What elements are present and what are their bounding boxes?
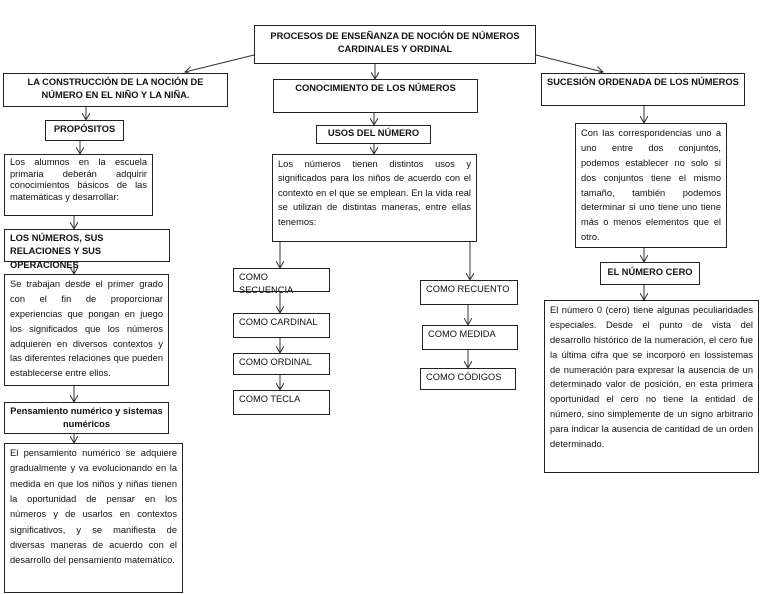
conocimiento-box: CONOCIMIENTO DE LOS NÚMEROS: [273, 79, 478, 113]
usos-text: Los números tienen distintos usos y sign…: [278, 159, 471, 227]
numero-cero-box: EL NÚMERO CERO: [600, 262, 700, 285]
cero-text: El número 0 (cero) tiene algunas peculia…: [550, 305, 753, 449]
pensamiento-text-box: El pensamiento numérico se adquiere grad…: [4, 443, 183, 593]
alumnos-text: Los alumnos en la escuela primaria deber…: [10, 157, 147, 202]
item-como-codigos: COMO CÓDIGOS: [420, 368, 516, 390]
item-como-recuento: COMO RECUENTO: [420, 280, 518, 305]
numero-cero-label: EL NÚMERO CERO: [607, 267, 693, 277]
item-label: COMO ORDINAL: [239, 357, 312, 367]
sucesion-box: SUCESIÓN ORDENADA DE LOS NÚMEROS: [541, 73, 745, 106]
item-label: COMO CARDINAL: [239, 317, 318, 327]
pensamiento-title: Pensamiento numérico y sistemas numérico…: [10, 406, 163, 430]
item-como-ordinal: COMO ORDINAL: [233, 353, 330, 375]
item-label: COMO RECUENTO: [426, 284, 510, 294]
usos-text-box: Los números tienen distintos usos y sign…: [272, 154, 477, 242]
correspondencias-text: Con las correspondencias uno a uno entre…: [581, 128, 721, 243]
numeros-relaciones-label: LOS NÚMEROS, SUS RELACIONES Y SUS OPERAC…: [10, 233, 104, 270]
item-como-secuencia: COMO SECUENCIA: [233, 268, 330, 296]
propositos-label: PROPÓSITOS: [53, 124, 116, 134]
left-header: LA CONSTRUCCIÓN DE LA NOCIÓN DE NÚMERO E…: [27, 77, 204, 101]
pensamiento-text: El pensamiento numérico se adquiere grad…: [10, 448, 177, 566]
correspondencias-box: Con las correspondencias uno a uno entre…: [575, 123, 727, 248]
se-trabajan-text: Se trabajan desde el primer grado con el…: [10, 279, 163, 379]
pensamiento-title-box: Pensamiento numérico y sistemas numérico…: [4, 402, 169, 434]
item-label: COMO MEDIDA: [428, 329, 496, 339]
cero-text-box: El número 0 (cero) tiene algunas peculia…: [544, 300, 759, 473]
item-como-tecla: COMO TECLA: [233, 390, 330, 415]
usos-label: USOS DEL NÚMERO: [327, 128, 420, 138]
alumnos-box: Los alumnos en la escuela primaria deber…: [4, 154, 153, 216]
main-title: PROCESOS DE ENSEÑANZA DE NOCIÓN DE NÚMER…: [270, 31, 520, 55]
se-trabajan-box: Se trabajan desde el primer grado con el…: [4, 274, 169, 386]
item-label: COMO TECLA: [239, 394, 301, 404]
usos-box: USOS DEL NÚMERO: [316, 125, 431, 144]
item-como-medida: COMO MEDIDA: [422, 325, 518, 350]
sucesion-label: SUCESIÓN ORDENADA DE LOS NÚMEROS: [547, 77, 739, 87]
propositos-box: PROPÓSITOS: [45, 120, 124, 141]
left-header-box: LA CONSTRUCCIÓN DE LA NOCIÓN DE NÚMERO E…: [3, 73, 228, 107]
numeros-relaciones-box: LOS NÚMEROS, SUS RELACIONES Y SUS OPERAC…: [4, 229, 170, 270]
item-como-cardinal: COMO CARDINAL: [233, 313, 330, 338]
item-label: COMO CÓDIGOS: [426, 372, 502, 382]
conocimiento-label: CONOCIMIENTO DE LOS NÚMEROS: [295, 83, 456, 93]
main-title-box: PROCESOS DE ENSEÑANZA DE NOCIÓN DE NÚMER…: [254, 25, 536, 64]
item-label: COMO SECUENCIA: [239, 272, 294, 296]
